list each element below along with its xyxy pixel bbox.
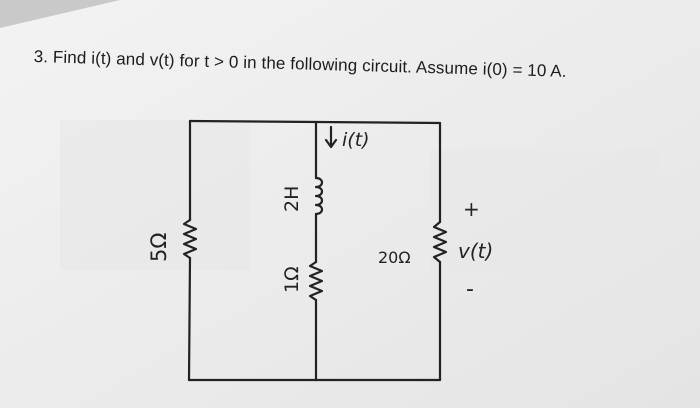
- current-arrow: [324, 125, 338, 149]
- inductor-label: 2H: [281, 186, 303, 212]
- left-resistor-label: 5Ω: [147, 233, 171, 262]
- voltage-label: v(t): [458, 239, 493, 263]
- inductor: [314, 176, 324, 216]
- voltage-minus: -: [466, 277, 474, 302]
- middle-resistor: [308, 260, 324, 302]
- left-resistor: [182, 218, 198, 260]
- right-resistor: [432, 220, 448, 264]
- wire-left-lower: [187, 256, 192, 382]
- right-resistor-label: 20Ω: [378, 248, 411, 267]
- middle-resistor-label: 1Ω: [281, 266, 303, 293]
- voltage-plus: +: [463, 197, 480, 221]
- current-label: i(t): [342, 129, 370, 151]
